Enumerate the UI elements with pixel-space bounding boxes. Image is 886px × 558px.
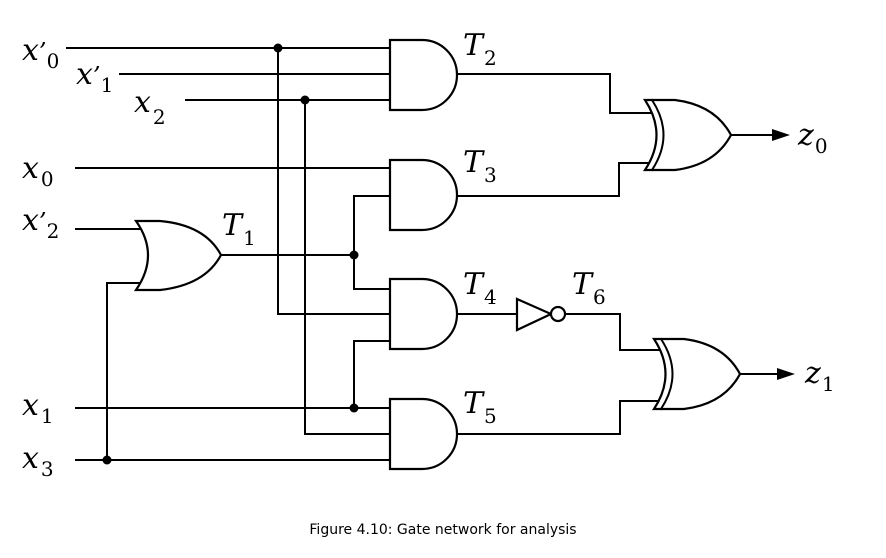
or-gate-t1: [133, 219, 223, 292]
input-label-x0-prime: x’0: [22, 33, 59, 73]
and-gate-t3: [388, 158, 459, 232]
input-label-x2-prime: x’2: [22, 203, 59, 243]
junction-dot: [273, 43, 283, 53]
gate-label-t5: T5: [463, 386, 497, 428]
input-label-x1-prime: x’1: [76, 57, 113, 97]
junction-dot: [300, 95, 310, 105]
gate-label-t1: T1: [222, 208, 256, 250]
gate-label-t3: T3: [463, 145, 497, 187]
junction-dot: [349, 403, 359, 413]
and-gate-t4: [388, 277, 459, 351]
junction-dot: [349, 250, 359, 260]
junctions: [102, 43, 359, 465]
arrow-z0-icon: [772, 129, 790, 141]
gate-label-t2: T2: [463, 28, 497, 70]
and-gate-t5: [388, 397, 459, 471]
arrow-z1-icon: [777, 368, 795, 380]
or-gate-z0: [642, 98, 733, 172]
gate-label-t4: T4: [463, 267, 497, 309]
not-gate-bubble: [549, 305, 567, 323]
and-gate-t2: [388, 38, 459, 112]
gate-label-t6: T6: [572, 267, 606, 309]
not-gate-t6: [515, 297, 554, 332]
junction-dot: [102, 455, 112, 465]
wires: [66, 47, 781, 461]
output-label-z0: z0: [797, 118, 828, 158]
or-gate-z1: [651, 337, 742, 411]
figure-caption: Figure 4.10: Gate network for analysis: [309, 522, 577, 538]
output-label-z1: z1: [804, 356, 835, 396]
